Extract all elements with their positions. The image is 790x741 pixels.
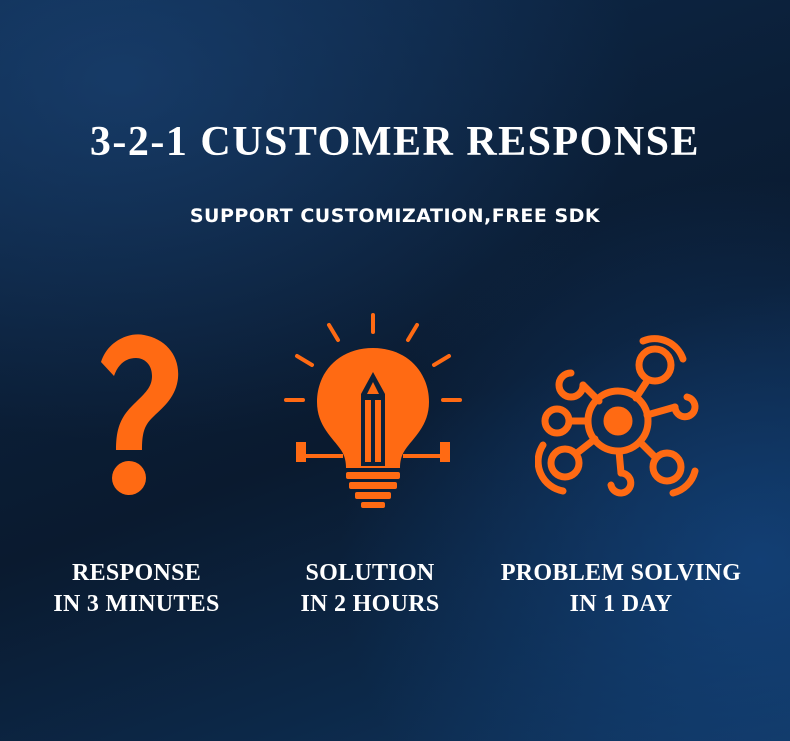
feature-label-line1: RESPONSE (71, 560, 202, 586)
network-hub-icon (535, 335, 705, 500)
feature-label-line2: IN 1 DAY (569, 591, 673, 617)
feature-label-line1: SOLUTION (305, 560, 435, 586)
page-subtitle: SUPPORT CUSTOMIZATION,FREE SDK (189, 205, 601, 227)
question-mark-icon (88, 332, 184, 502)
page-title: 3-2-1 CUSTOMER RESPONSE (89, 119, 701, 165)
lightbulb-pencil-icon (283, 310, 463, 515)
feature-label-solution: SOLUTION IN 2 HOURS (270, 558, 470, 620)
feature-label-line2: IN 2 HOURS (300, 591, 440, 617)
feature-label-line1: PROBLEM SOLVING (500, 560, 742, 586)
feature-label-response: RESPONSE IN 3 MINUTES (34, 558, 239, 620)
feature-label-line2: IN 3 MINUTES (53, 591, 220, 617)
feature-label-problem-solving: PROBLEM SOLVING IN 1 DAY (476, 558, 766, 620)
